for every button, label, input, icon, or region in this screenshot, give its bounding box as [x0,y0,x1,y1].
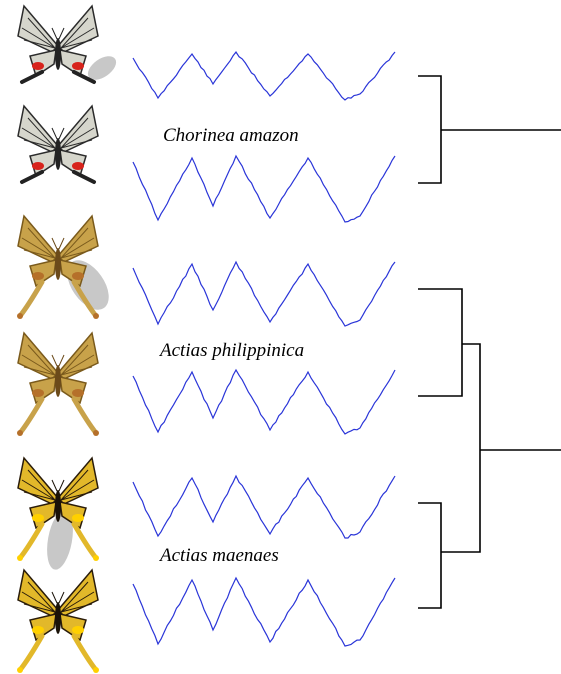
butterfly-body [55,602,61,634]
butterfly-body [55,38,61,70]
butterfly-1 [17,4,117,84]
cluster-bracket-maenaes [418,502,442,609]
butterfly-body [55,365,61,397]
butterfly-6 [17,568,99,673]
tail-highlight [47,510,73,570]
butterfly-body [55,138,61,170]
butterfly-3 [17,214,109,319]
butterfly-2 [17,104,99,184]
contour-signal-4 [132,368,396,435]
contour-signal-6 [132,576,396,647]
butterfly-body [55,490,61,522]
butterfly-5 [17,456,99,570]
dendrogram [418,75,561,609]
tail-highlight [87,56,117,80]
cluster-bracket-chorinea [418,75,442,184]
species-label-actias-maenaes: Actias maenaes [160,545,279,566]
contour-signals [132,50,396,647]
butterfly-images [17,4,117,673]
cluster-bracket-philippinica [418,288,463,397]
species-label-chorinea-amazon: Chorinea amazon [163,125,299,146]
butterfly-body [55,248,61,280]
cluster-bracket-actias [441,343,481,553]
contour-signal-1 [132,50,396,101]
butterfly-4 [17,331,99,436]
contour-signal-2 [132,154,396,223]
contour-signal-5 [132,474,396,539]
species-label-actias-philippinica: Actias philippinica [160,340,305,361]
contour-signal-3 [132,260,396,327]
